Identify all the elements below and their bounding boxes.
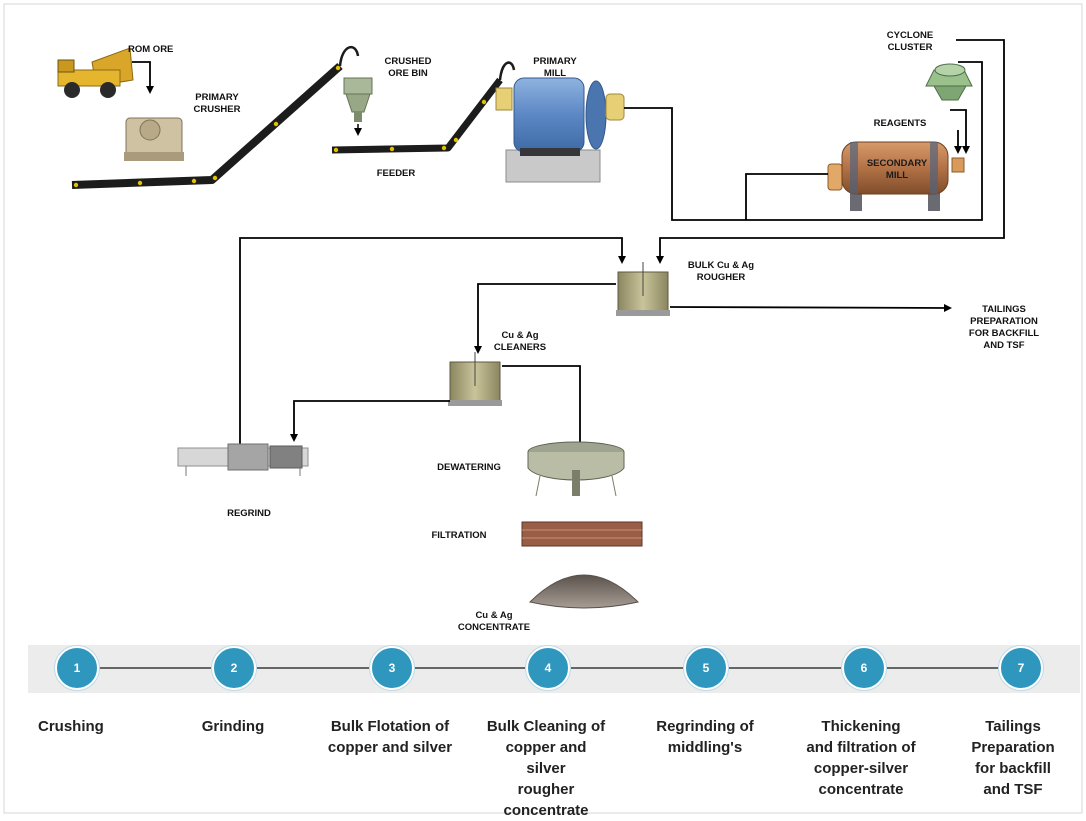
step-7-label: Tailings Preparation for backfill and TS…: [971, 718, 1055, 798]
label-filtration: FILTRATION: [431, 530, 487, 541]
primary-mill-icon: [495, 77, 625, 183]
label-rom-ore: ROM ORE: [128, 44, 174, 55]
grinding-flow-lines: [624, 39, 1005, 264]
label-primary-mill: PRIMARY MILL: [533, 56, 577, 79]
step-6-circle: 6: [842, 646, 886, 690]
cleaners-to-regrind-line: [290, 400, 450, 442]
thickener-icon: [527, 441, 625, 497]
step-5-label: Regrinding of middling's: [656, 718, 754, 756]
step-1-label: Crushing: [38, 718, 104, 735]
cleaner-cell-icon: [448, 352, 502, 406]
label-reagents: REAGENTS: [873, 118, 927, 129]
label-regrind: REGRIND: [227, 508, 271, 519]
step-6-label: Thickening and filtration of copper-silv…: [806, 718, 916, 798]
label-cleaners: Cu & Ag CLEANERS: [493, 330, 547, 353]
label-bulk-rougher: BULK Cu & Ag ROUGHER: [687, 260, 755, 283]
step-2-label: Grinding: [201, 718, 265, 735]
step-2-circle: 2: [212, 646, 256, 690]
label-dewatering: DEWATERING: [437, 462, 501, 473]
haul-truck-icon: [57, 47, 134, 98]
label-tailings: TAILINGS PREPARATION FOR BACKFILL AND TS…: [968, 304, 1040, 351]
step-4-label: Bulk Cleaning of copper and silver rough…: [486, 718, 606, 819]
step-1-circle: 1: [55, 646, 99, 690]
label-secondary-mill: SECONDARY MILL: [866, 158, 928, 181]
secondary-mill-icon: [827, 141, 965, 211]
rougher-to-cleaners-line: [474, 283, 616, 354]
step-3-label: Bulk Flotation of copper and silver: [327, 718, 453, 756]
step-7-circle: 7: [999, 646, 1043, 690]
crushed-ore-bin-icon: [343, 77, 373, 122]
concentrate-pile-icon: [529, 574, 639, 609]
label-feeder: FEEDER: [376, 168, 416, 179]
step-3-circle: 3: [370, 646, 414, 690]
rougher-cell-icon: [616, 262, 670, 316]
label-concentrate: Cu & Ag CONCENTRATE: [457, 610, 531, 633]
label-primary-crusher: PRIMARY CRUSHER: [193, 92, 241, 115]
step-4-circle: 4: [526, 646, 570, 690]
conveyor-belt-2: [331, 61, 516, 154]
tailings-flow-line: [669, 303, 952, 312]
label-cyclone-cluster: CYCLONE CLUSTER: [886, 30, 934, 53]
step-5-circle: 5: [684, 646, 728, 690]
cleaners-to-dewatering-line: [502, 365, 581, 444]
conveyor-belt-1: [71, 45, 360, 189]
cyclone-cluster-icon: [925, 63, 973, 101]
regrind-mill-icon: [177, 443, 309, 476]
label-crushed-ore-bin: CRUSHED ORE BIN: [384, 56, 432, 79]
primary-crusher-icon: [124, 117, 184, 161]
regrind-recycle-line: [239, 237, 626, 448]
filter-press-icon: [521, 521, 643, 547]
